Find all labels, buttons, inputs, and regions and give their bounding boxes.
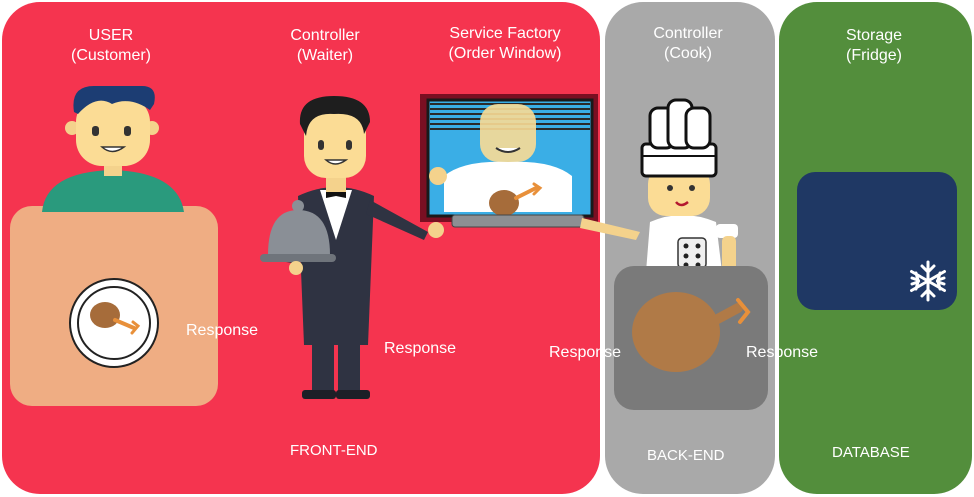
cloche-icon [260, 200, 336, 275]
chicken-plate-icon [69, 278, 159, 368]
section-label-database: DATABASE [832, 444, 910, 461]
storage-subtitle: (Fridge) [845, 47, 902, 64]
response-label-user: Response [186, 322, 259, 339]
roast-chicken-icon [632, 292, 751, 372]
role-label-storage: Storage (Fridge) [819, 26, 929, 66]
service-factory-title: Service Factory [449, 25, 561, 42]
section-label-frontend: FRONT-END [290, 442, 378, 459]
waiter-title: Controller [290, 27, 360, 44]
role-label-user: USER (Customer) [56, 26, 166, 66]
waiter-subtitle: (Waiter) [296, 47, 354, 64]
role-label-waiter: Controller (Waiter) [270, 26, 380, 66]
snowflake-icon [910, 260, 946, 302]
response-label-window: Response [549, 344, 622, 361]
cook-subtitle: (Cook) [663, 45, 712, 62]
response-label-waiter: Response [384, 340, 457, 357]
order-window-icon [420, 94, 598, 228]
storage-title: Storage [845, 27, 903, 44]
user-subtitle: (Customer) [70, 47, 151, 64]
role-label-service-factory: Service Factory (Order Window) [430, 24, 580, 64]
role-label-cook: Controller (Cook) [633, 24, 743, 64]
response-label-cook: Response [746, 344, 819, 361]
section-label-backend: BACK-END [647, 447, 725, 464]
fridge-icon [797, 172, 957, 310]
cook-title: Controller [653, 25, 723, 42]
service-factory-subtitle: (Order Window) [448, 45, 562, 62]
user-title: USER [88, 27, 134, 44]
